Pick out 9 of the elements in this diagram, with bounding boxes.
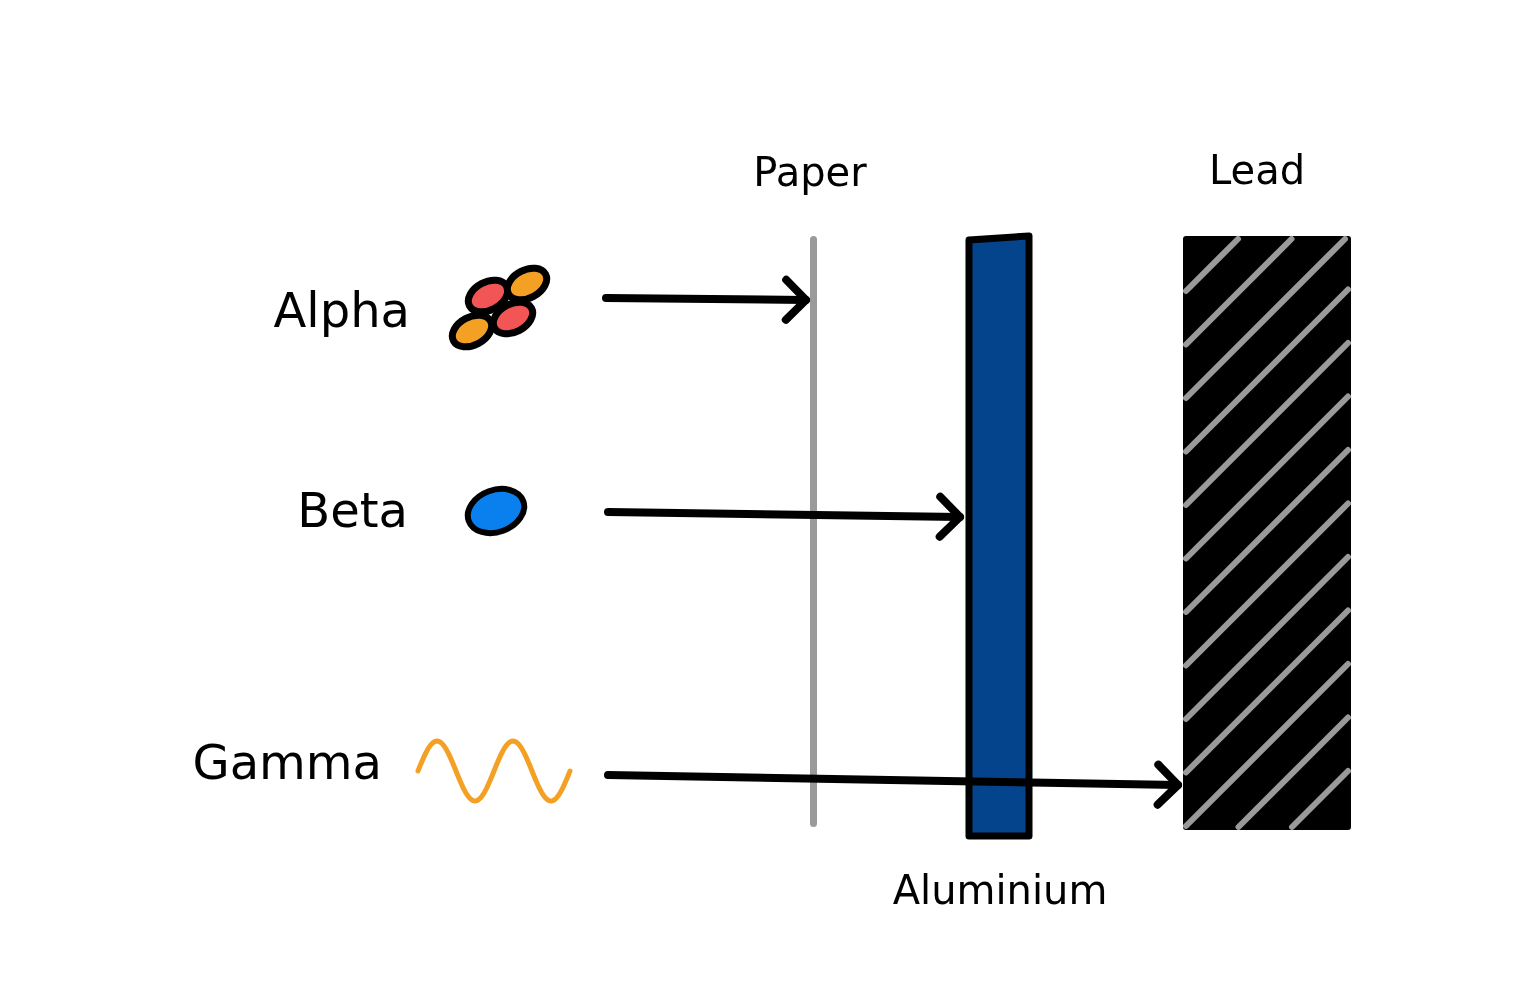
material-label: Paper [752, 148, 868, 196]
radiation-label: Beta [297, 482, 408, 538]
arrow [604, 492, 964, 541]
material-label: Aluminium [891, 866, 1109, 914]
material-label: Lead [1207, 146, 1307, 194]
arrow [602, 275, 810, 324]
radiation-label: Gamma [192, 734, 382, 790]
arrow [604, 760, 1182, 809]
radiation-label: Alpha [273, 282, 410, 338]
